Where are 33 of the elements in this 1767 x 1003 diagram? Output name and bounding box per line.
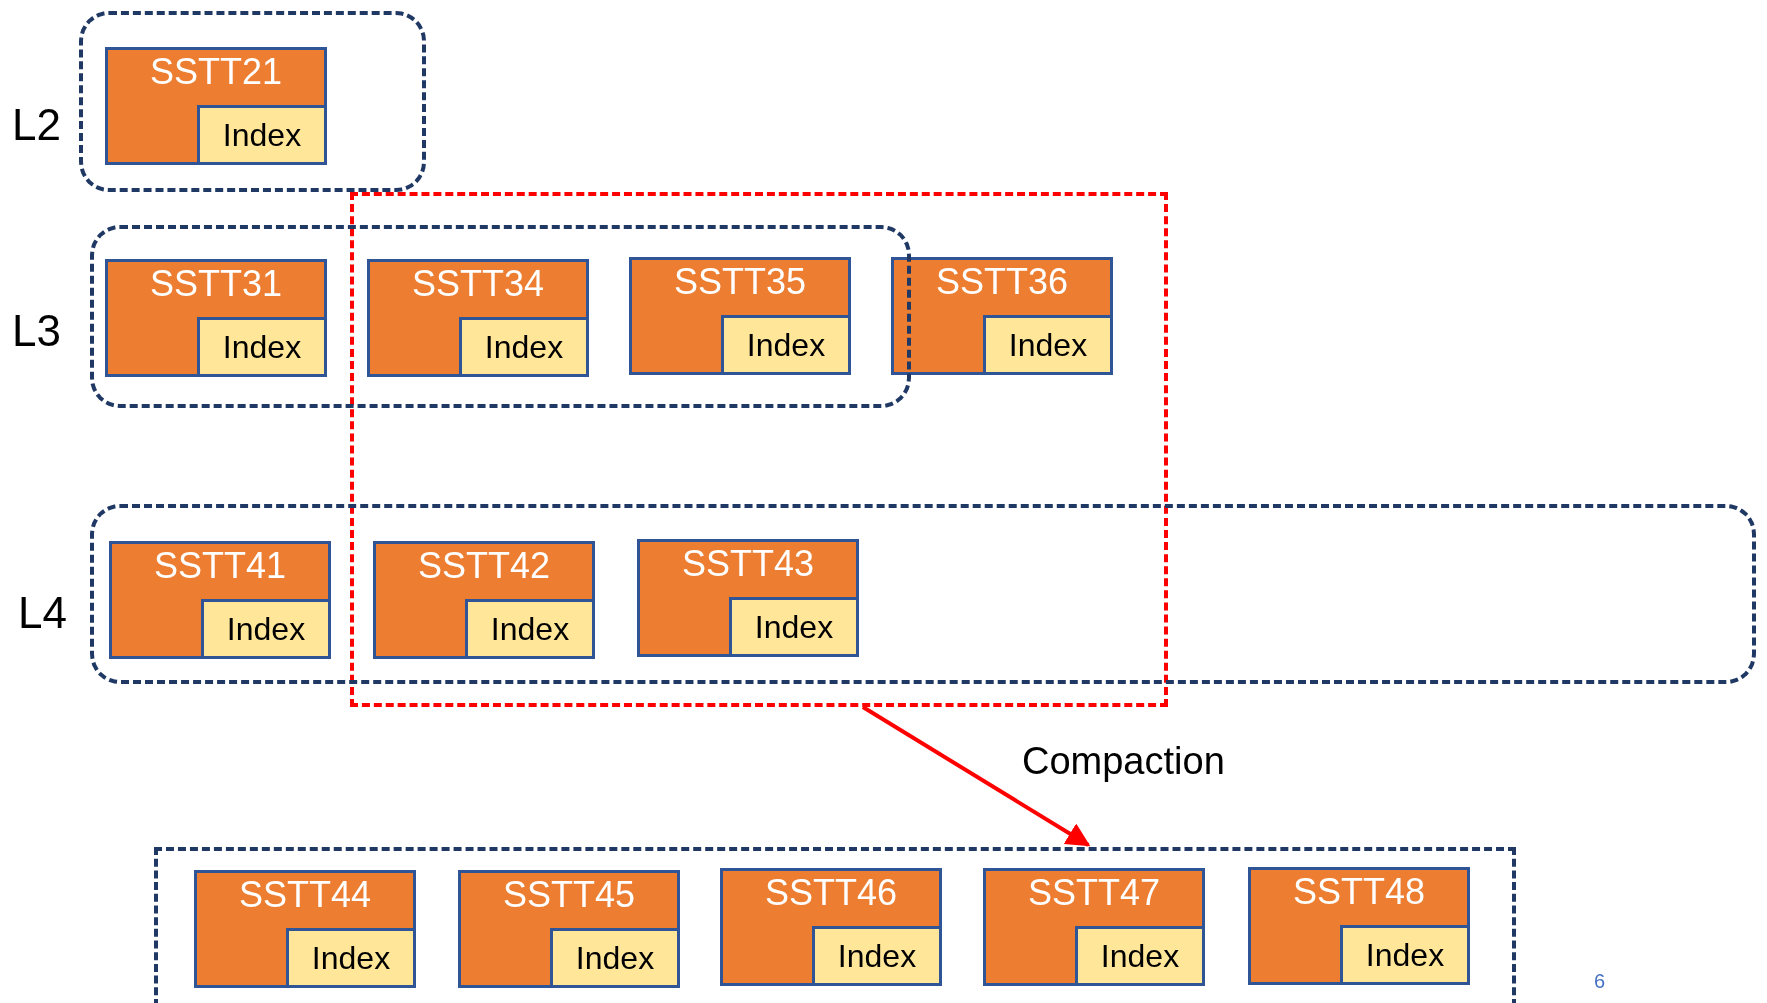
level-label: L4: [18, 588, 67, 638]
sstable-box: SSTT44 Index: [194, 870, 416, 988]
sstable-box: SSTT34 Index: [367, 259, 589, 377]
sstable-box: SSTT21 Index: [105, 47, 327, 165]
sstable-box: SSTT42 Index: [373, 541, 595, 659]
sstable-box: SSTT46 Index: [720, 868, 942, 986]
index-box: Index: [286, 928, 416, 988]
index-box: Index: [721, 315, 851, 375]
index-box: Index: [465, 599, 595, 659]
index-box: Index: [550, 928, 680, 988]
sstable-box: SSTT36 Index: [891, 257, 1113, 375]
sstable-box: SSTT45 Index: [458, 870, 680, 988]
dashed-group-box: [79, 11, 426, 192]
index-box: Index: [729, 597, 859, 657]
index-box: Index: [459, 317, 589, 377]
level-label: L2: [12, 100, 61, 150]
sstable-box: SSTT31 Index: [105, 259, 327, 377]
arrow: [861, 705, 1091, 847]
index-box: Index: [197, 105, 327, 165]
sstable-box: SSTT41 Index: [109, 541, 331, 659]
page-number: 6: [1594, 970, 1606, 993]
index-box: Index: [1340, 925, 1470, 985]
index-box: Index: [1075, 926, 1205, 986]
level-label: L3: [12, 306, 61, 356]
index-box: Index: [812, 926, 942, 986]
sstable-box: SSTT35 Index: [629, 257, 851, 375]
sstable-box: SSTT47 Index: [983, 868, 1205, 986]
dashed-group-box: [154, 847, 1516, 1003]
index-box: Index: [197, 317, 327, 377]
index-box: Index: [983, 315, 1113, 375]
index-box: Index: [201, 599, 331, 659]
sstable-box: SSTT48 Index: [1248, 867, 1470, 985]
sstable-box: SSTT43 Index: [637, 539, 859, 657]
